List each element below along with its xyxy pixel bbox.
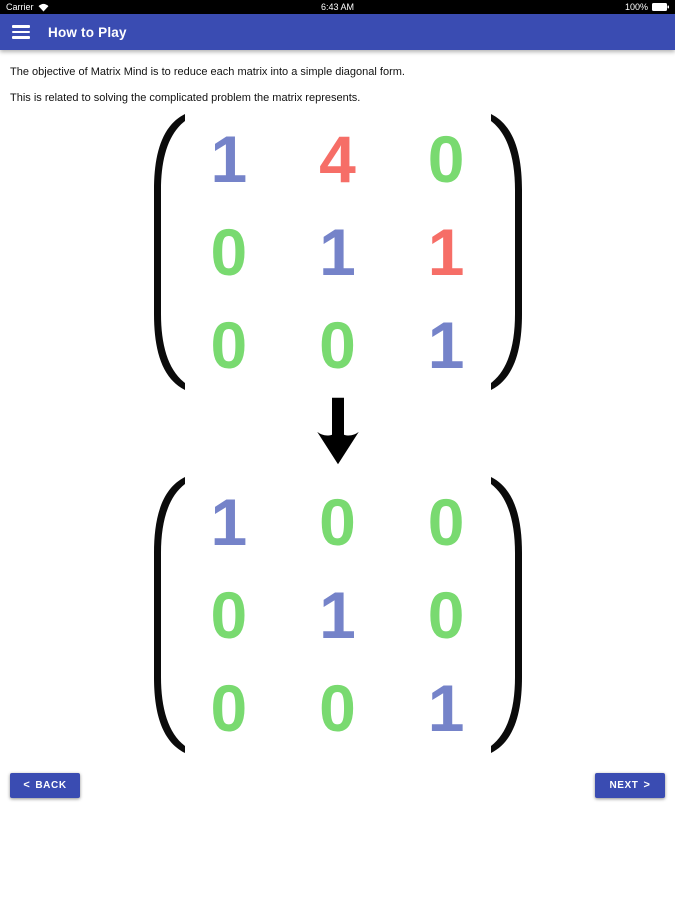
- matrix-cell: 0: [210, 671, 248, 746]
- matrix-cell: 1: [319, 214, 356, 289]
- right-bracket: [489, 475, 531, 755]
- instruction-line-2: This is related to solving the complicat…: [10, 92, 361, 104]
- matrix-cell: 0: [427, 577, 465, 652]
- matrix-cell: 0: [210, 214, 248, 289]
- next-button[interactable]: NEXT >: [595, 773, 665, 798]
- matrix-cell: 0: [319, 671, 356, 746]
- matrix-cell: 1: [427, 671, 465, 746]
- wifi-icon: [38, 3, 49, 12]
- down-arrow-icon: [314, 396, 362, 466]
- matrix-cell: 1: [210, 121, 248, 196]
- matrix-cell: 4: [319, 121, 356, 196]
- matrix-cell: 1: [319, 577, 356, 652]
- matrix-cell: 0: [427, 121, 465, 196]
- footer-nav: < BACK NEXT >: [0, 773, 675, 798]
- chevron-right-icon: >: [643, 779, 651, 791]
- battery-percent-label: 100%: [624, 2, 648, 12]
- clock-label: 6:43 AM: [320, 2, 355, 12]
- back-button[interactable]: < BACK: [10, 773, 80, 798]
- matrix-cell: 0: [319, 308, 356, 383]
- matrix-cell: 1: [210, 484, 248, 559]
- left-bracket: [145, 112, 187, 392]
- matrix-cell: 0: [210, 308, 248, 383]
- next-button-label: NEXT: [609, 780, 639, 791]
- matrix-cell: 1: [427, 308, 465, 383]
- back-button-label: BACK: [35, 780, 67, 791]
- menu-icon[interactable]: [12, 25, 30, 39]
- left-bracket: [145, 475, 187, 755]
- instruction-line-1: The objective of Matrix Mind is to reduc…: [10, 66, 405, 78]
- page-title: How to Play: [48, 24, 127, 40]
- matrix-cell: 0: [427, 484, 465, 559]
- chevron-left-icon: <: [23, 779, 31, 791]
- status-bar: Carrier 6:43 AM 100%: [0, 0, 675, 14]
- matrix-cell: 1: [427, 214, 465, 289]
- right-bracket: [489, 112, 531, 392]
- matrix-cell: 0: [210, 577, 248, 652]
- battery-icon: [652, 3, 669, 11]
- carrier-label: Carrier: [6, 2, 34, 12]
- matrix-cell: 0: [319, 484, 356, 559]
- app-bar: How to Play: [0, 14, 675, 50]
